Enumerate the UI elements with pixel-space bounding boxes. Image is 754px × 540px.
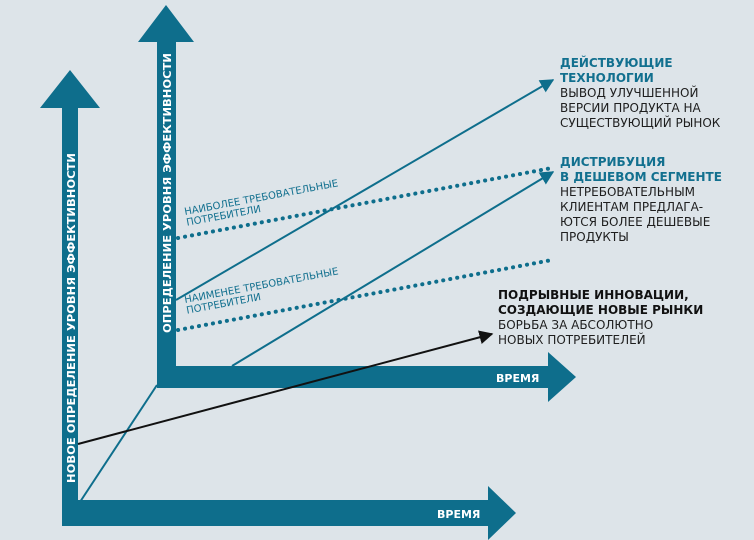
- low-end-body-4: ПРОДУКТЫ: [560, 230, 629, 244]
- low-end-annotation: ДИСТРИБУЦИЯ В ДЕШЕВОМ СЕГМЕНТЕ НЕТРЕБОВА…: [560, 155, 750, 245]
- inner-horizontal-axis-arrow: [157, 352, 576, 402]
- inner-vertical-axis-arrow: [138, 5, 194, 385]
- sustaining-heading-2: ТЕХНОЛОГИИ: [560, 71, 654, 85]
- low-end-body-3: ЮТСЯ БОЛЕЕ ДЕШЕВЫЕ: [560, 215, 711, 229]
- least-demanding-dotted-line: [176, 258, 554, 332]
- connector-line: [77, 384, 158, 506]
- low-end-heading-2: В ДЕШЕВОМ СЕГМЕНТЕ: [560, 170, 722, 184]
- new-market-annotation: ПОДРЫВНЫЕ ИННОВАЦИИ, СОЗДАЮЩИЕ НОВЫЕ РЫН…: [498, 288, 748, 348]
- new-market-heading-2: СОЗДАЮЩИЕ НОВЫЕ РЫНКИ: [498, 303, 704, 317]
- inner-vertical-axis-label: ОПРЕДЕЛЕНИЕ УРОВНЯ ЭФФЕКТИВНОСТИ: [161, 53, 174, 333]
- low-end-line: [231, 171, 555, 367]
- new-market-heading-1: ПОДРЫВНЫЕ ИННОВАЦИИ,: [498, 288, 689, 302]
- sustaining-body-2: ВЕРСИИ ПРОДУКТА НА: [560, 101, 701, 115]
- least-demanding-label: НАИМЕНЕЕ ТРЕБОВАТЕЛЬНЫЕ ПОТРЕБИТЕЛИ: [184, 266, 340, 316]
- low-end-body-1: НЕТРЕБОВАТЕЛЬНЫМ: [560, 185, 696, 199]
- outer-vertical-axis-arrow: [40, 70, 100, 506]
- low-end-heading-1: ДИСТРИБУЦИЯ: [560, 155, 666, 169]
- new-market-body-1: БОРЬБА ЗА АБСОЛЮТНО: [498, 318, 654, 332]
- sustaining-heading-1: ДЕЙСТВУЮЩИЕ: [560, 56, 673, 70]
- inner-time-label: ВРЕМЯ: [496, 372, 539, 385]
- outer-vertical-axis-label: НОВОЕ ОПРЕДЕЛЕНИЕ УРОВНЯ ЭФФЕКТИВНОСТИ: [65, 153, 78, 483]
- sustaining-annotation: ДЕЙСТВУЮЩИЕ ТЕХНОЛОГИИ ВЫВОД УЛУЧШЕННОЙ …: [560, 56, 750, 131]
- outer-time-label: ВРЕМЯ: [437, 508, 480, 521]
- low-end-body-2: КЛИЕНТАМ ПРЕДЛАГА-: [560, 200, 704, 214]
- sustaining-technology-line: [175, 79, 555, 301]
- sustaining-body-3: СУЩЕСТВУЮЩИЙ РЫНОК: [560, 116, 721, 130]
- new-market-line: [77, 330, 494, 445]
- outer-horizontal-axis-arrow: [62, 486, 516, 540]
- most-demanding-dotted-line: [176, 166, 554, 240]
- sustaining-body-1: ВЫВОД УЛУЧШЕННОЙ: [560, 86, 699, 100]
- svg-text:НАИМЕНЕЕ ТРЕБОВАТЕЛЬНЫЕ: НАИМЕНЕЕ ТРЕБОВАТЕЛЬНЫЕ: [184, 266, 340, 306]
- new-market-body-2: НОВЫХ ПОТРЕБИТЕЛЕЙ: [498, 333, 646, 347]
